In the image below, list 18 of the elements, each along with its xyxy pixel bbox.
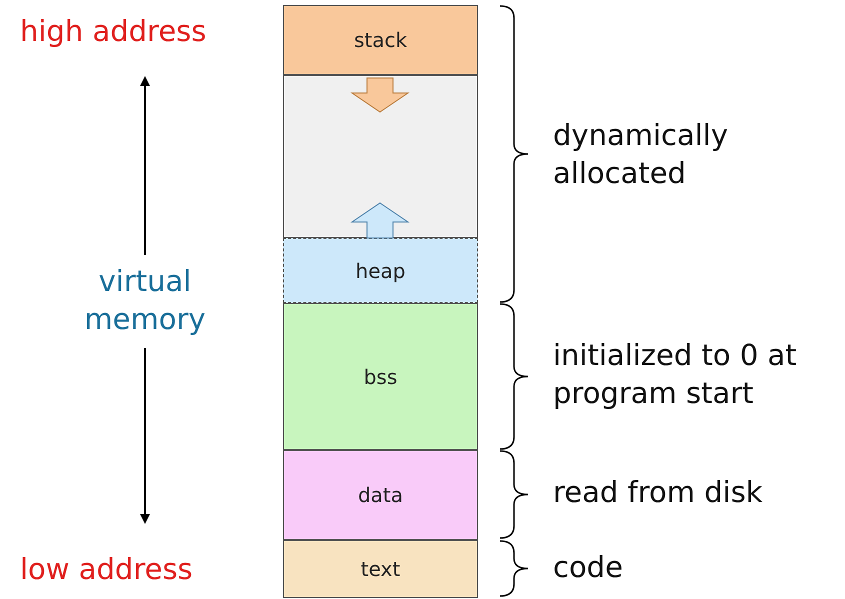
segment-label: data xyxy=(358,483,404,507)
segment-label: text xyxy=(360,557,400,581)
memory-region xyxy=(283,75,478,238)
region-annotation: dynamically allocated xyxy=(553,117,730,192)
axis-label: low address xyxy=(20,551,194,588)
segment-label: stack xyxy=(354,28,408,52)
memory-segment xyxy=(283,303,478,450)
memory-segment xyxy=(283,540,478,598)
memory-segment xyxy=(283,450,478,540)
region-annotation: initialized to 0 at program start xyxy=(553,337,798,412)
region-annotation: code xyxy=(553,549,624,586)
axis-label: virtual memory xyxy=(83,263,207,338)
memory-segment xyxy=(283,5,478,75)
region-annotation: read from disk xyxy=(553,474,764,511)
memory-segment xyxy=(283,238,478,303)
segment-label: bss xyxy=(364,364,398,388)
segment-label: heap xyxy=(356,258,406,282)
axis-label: high address xyxy=(20,13,208,50)
